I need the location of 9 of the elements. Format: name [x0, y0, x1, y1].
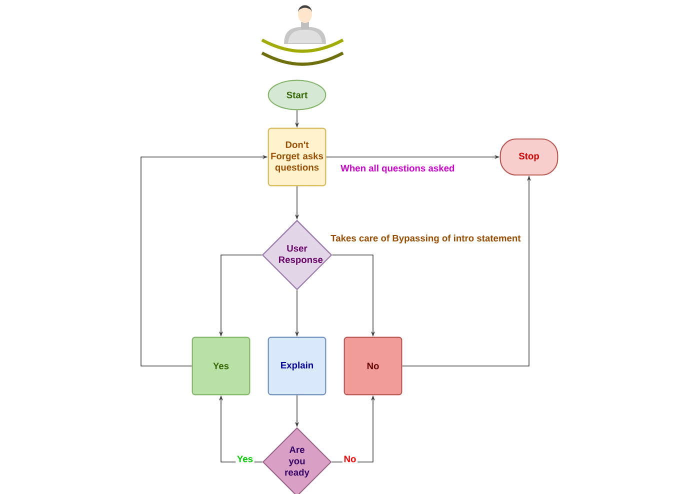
- process-box: No: [344, 336, 402, 396]
- process-box: Explain: [268, 336, 326, 396]
- edge-label: When all questions asked: [339, 163, 456, 175]
- process-box: Don't Forget asks questions: [268, 128, 326, 186]
- terminator-box: Stop: [500, 138, 558, 176]
- process-box: Yes: [192, 336, 250, 396]
- edge-label: No: [342, 454, 358, 464]
- annotation: Takes care of Bypassing of intro statement: [330, 234, 521, 244]
- edge-label: Yes: [236, 454, 254, 464]
